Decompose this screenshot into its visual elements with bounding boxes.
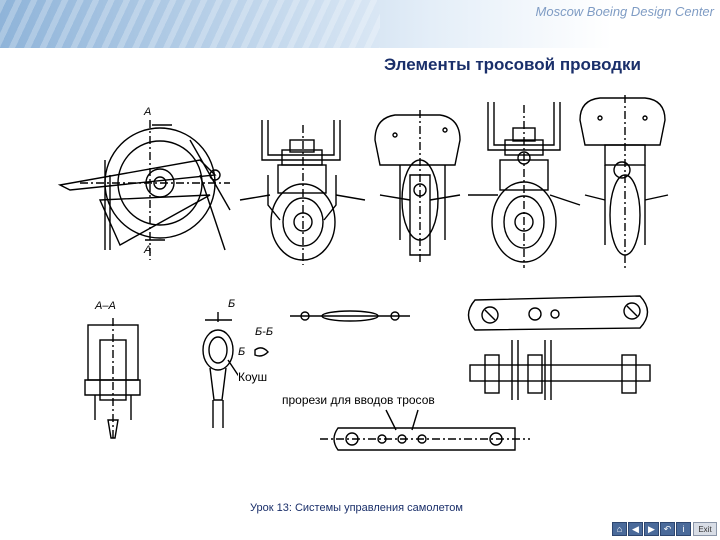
forward-icon[interactable]: ▶ bbox=[644, 522, 659, 536]
section-aa-view bbox=[84, 318, 141, 440]
section-aa-label: А–А bbox=[95, 300, 116, 312]
section-marker-a-bottom: A bbox=[144, 244, 152, 256]
pulley-front-view-3 bbox=[468, 102, 581, 268]
pulley-front-view-1 bbox=[239, 120, 366, 265]
turnbuckle bbox=[290, 310, 410, 322]
link-plate-assembly bbox=[469, 340, 651, 400]
section-marker-b-2: Б bbox=[238, 346, 246, 358]
return-icon[interactable]: ↶ bbox=[660, 522, 675, 536]
home-icon[interactable]: ⌂ bbox=[612, 522, 627, 536]
exit-button[interactable]: Exit bbox=[693, 522, 717, 536]
info-icon[interactable]: i bbox=[676, 522, 691, 536]
link-plate-top bbox=[467, 295, 649, 331]
section-marker-a-top: A bbox=[144, 106, 152, 118]
slide-title: Элементы тросовой проводки bbox=[384, 55, 642, 74]
company-name: Moscow Boeing Design Center bbox=[535, 4, 714, 19]
slots-label: прорези для вводов тросов bbox=[282, 393, 435, 407]
thimble-label: Коуш bbox=[238, 370, 268, 384]
header-band bbox=[0, 0, 720, 48]
nav-bar: ⌂ ◀ ▶ ↶ i bbox=[612, 522, 691, 536]
pulley-front-view-2 bbox=[374, 110, 461, 265]
pulley-front-view-4 bbox=[579, 95, 669, 268]
slotted-plate bbox=[320, 409, 530, 451]
thimble-koush bbox=[202, 312, 269, 428]
pulley-side-view bbox=[57, 120, 231, 260]
back-icon[interactable]: ◀ bbox=[628, 522, 643, 536]
section-marker-b: Б bbox=[228, 298, 236, 310]
section-bb-label: Б-Б bbox=[255, 326, 273, 338]
lesson-footer: Урок 13: Системы управления самолетом bbox=[250, 502, 463, 514]
